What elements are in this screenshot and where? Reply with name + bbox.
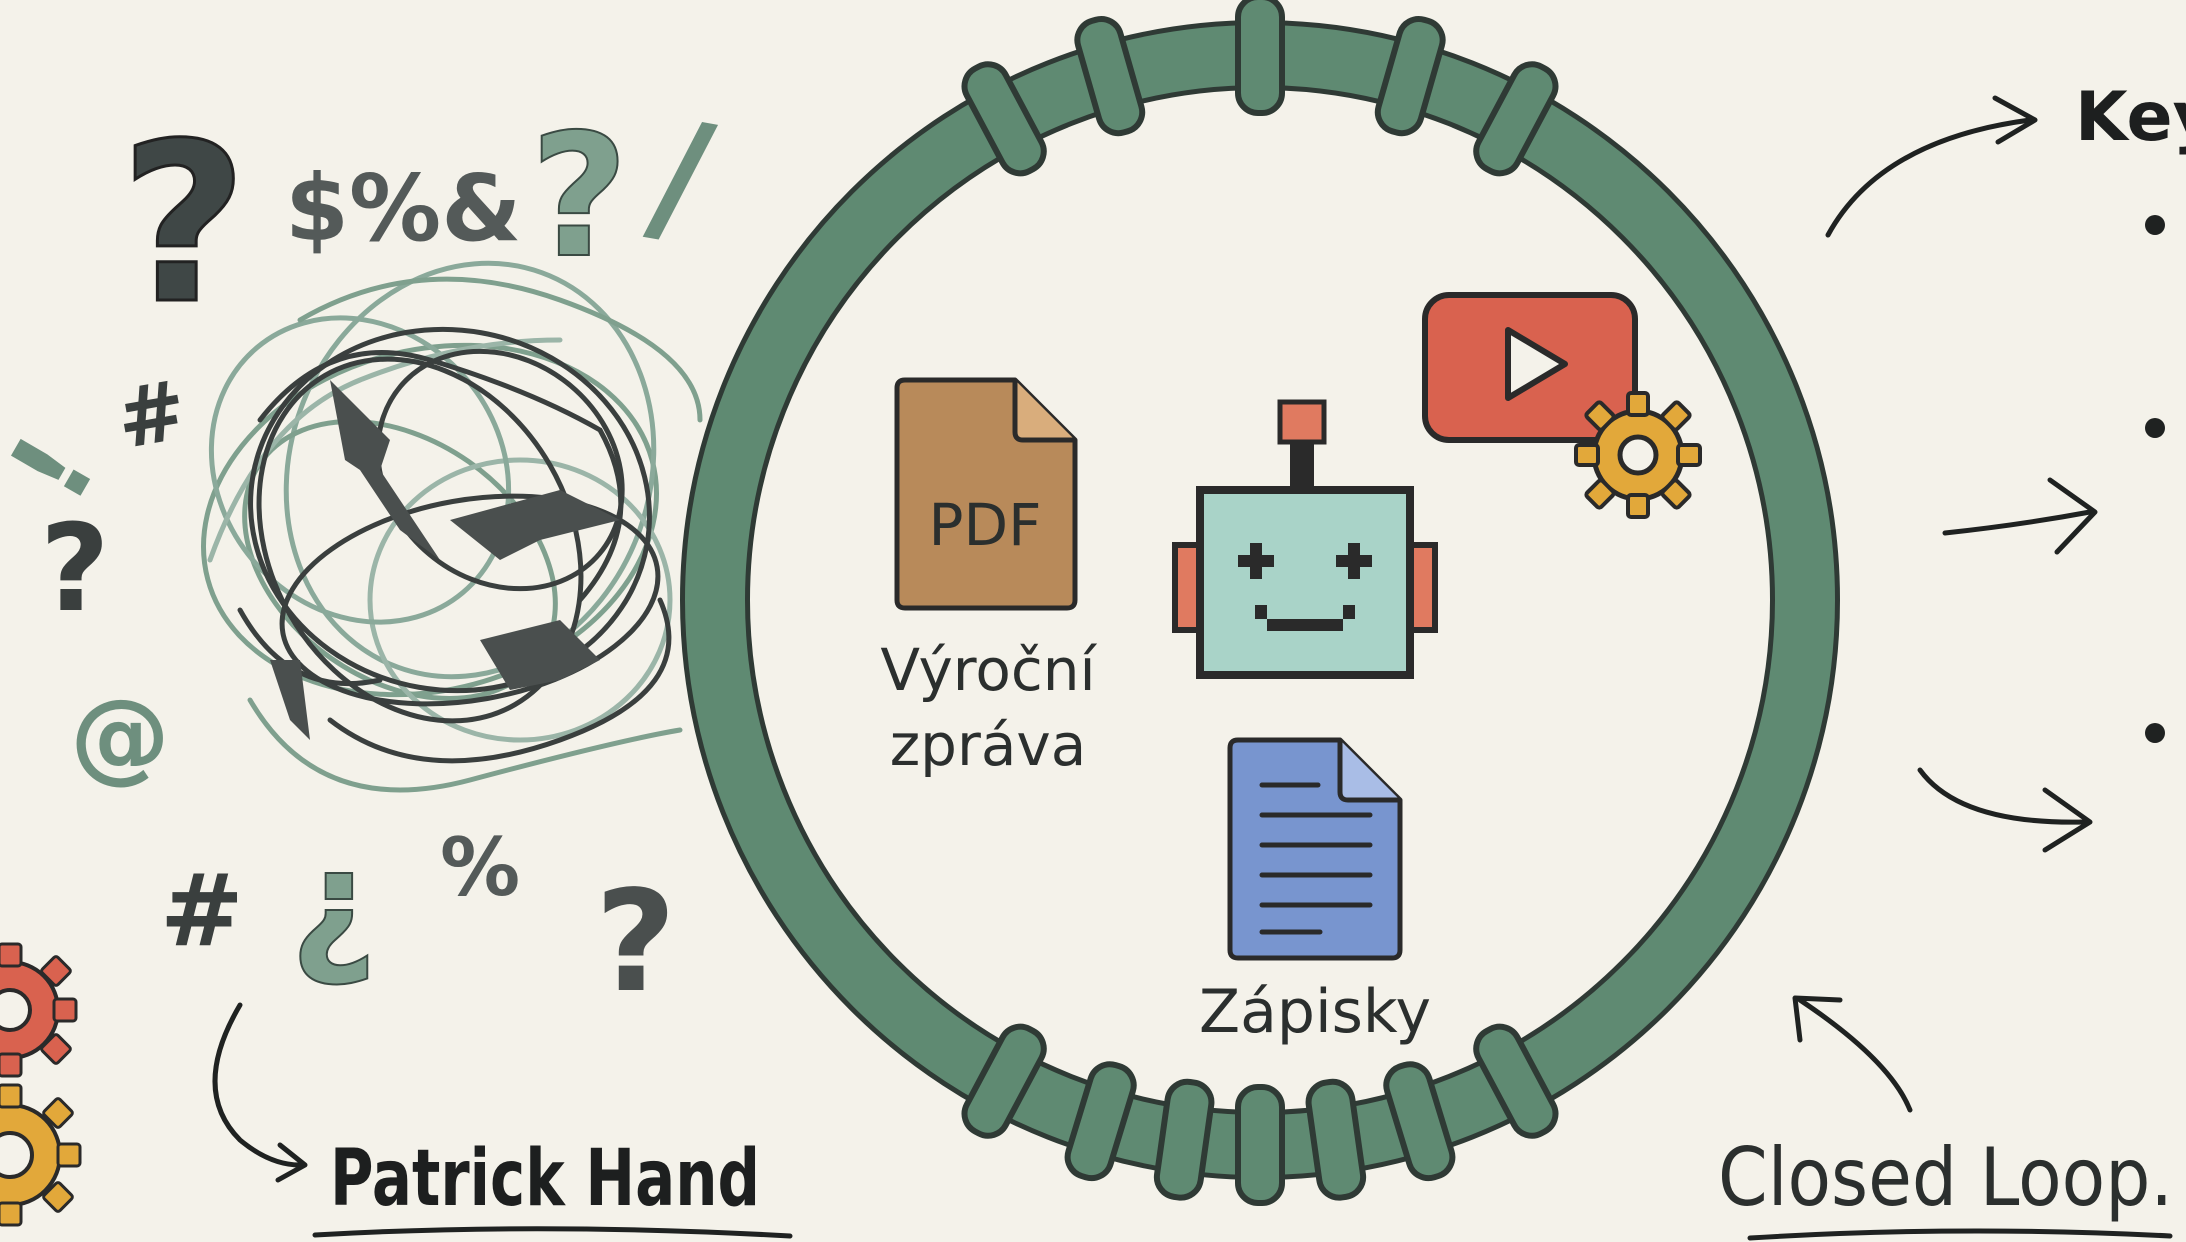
ring-clip-12: [1473, 1023, 1559, 1139]
symbol-percent: %: [440, 821, 520, 914]
ring-clip-9: [1235, 1084, 1285, 1206]
ring-clip-3: [1235, 0, 1285, 116]
pdf-badge: PDF: [929, 491, 1042, 559]
bullet-3: [2145, 723, 2165, 743]
symbol-question-3: ?: [40, 500, 110, 639]
bullet-1: [2145, 215, 2165, 235]
symbol-inverted-question: ¿: [290, 817, 377, 991]
closed-loop-callout: Closed Loop.: [1718, 995, 2173, 1241]
bullet-2: [2145, 418, 2165, 438]
ring-clip-11: [1383, 1061, 1456, 1182]
gear-icon-yellow: [0, 1083, 82, 1227]
curved-arrow-key: [1825, 117, 2033, 238]
symbol-question-2: ?: [530, 98, 629, 296]
pdf-caption-line-1: Výroční: [880, 636, 1097, 704]
ring-clip-7: [1064, 1061, 1137, 1182]
font-name-callout: Patrick Hand: [212, 1002, 793, 1239]
arrow-right-3: [1917, 767, 2088, 825]
notes-document-icon: [1227, 737, 1403, 961]
notes-caption: Zápisky: [1199, 977, 1431, 1047]
left-gears: [0, 942, 82, 1227]
robot-icon: [1172, 399, 1438, 679]
arrow-right-2: [1942, 509, 2093, 536]
pdf-caption-line-2: zpráva: [890, 711, 1087, 779]
gear-icon-red: [0, 942, 78, 1078]
ring-clip-6: [961, 1023, 1047, 1139]
ring-clip-5: [1473, 61, 1559, 177]
ring-clip-8: [1153, 1078, 1215, 1201]
ring-clip-4: [1374, 16, 1446, 137]
ring-clips: [961, 0, 1559, 1206]
chaos-scribble: [201, 260, 703, 793]
symbol-hash-1: #: [110, 363, 194, 468]
symbol-at: @: [70, 677, 170, 794]
pdf-file-icon: PDF: [894, 377, 1078, 611]
symbol-question-1: ?: [120, 96, 248, 352]
curved-arrow-font: [212, 1002, 303, 1168]
key-section: Key: [1825, 78, 2186, 853]
ring-clip-2: [1074, 16, 1146, 137]
key-heading: Key: [2075, 78, 2186, 157]
gear-icon: [1574, 391, 1702, 519]
closed-loop-ring: [680, 0, 1840, 1206]
symbol-question-4: ?: [595, 861, 676, 1024]
symbol-hash-2: #: [160, 852, 244, 969]
symbol-slash: /: [639, 87, 723, 268]
symbol-dollar-percent-amp: $%&: [285, 155, 521, 262]
youtube-play-icon: [1422, 292, 1638, 443]
ring-clip-1: [961, 61, 1047, 177]
curved-arrow-loop: [1797, 997, 1913, 1113]
ring-clip-10: [1305, 1078, 1367, 1201]
chaos-symbols: ? $%& ? / # ! ? @ # ¿ % ?: [0, 87, 723, 1024]
font-name-label: Patrick Hand: [330, 1134, 760, 1224]
closed-loop-label: Closed Loop.: [1718, 1131, 2173, 1224]
